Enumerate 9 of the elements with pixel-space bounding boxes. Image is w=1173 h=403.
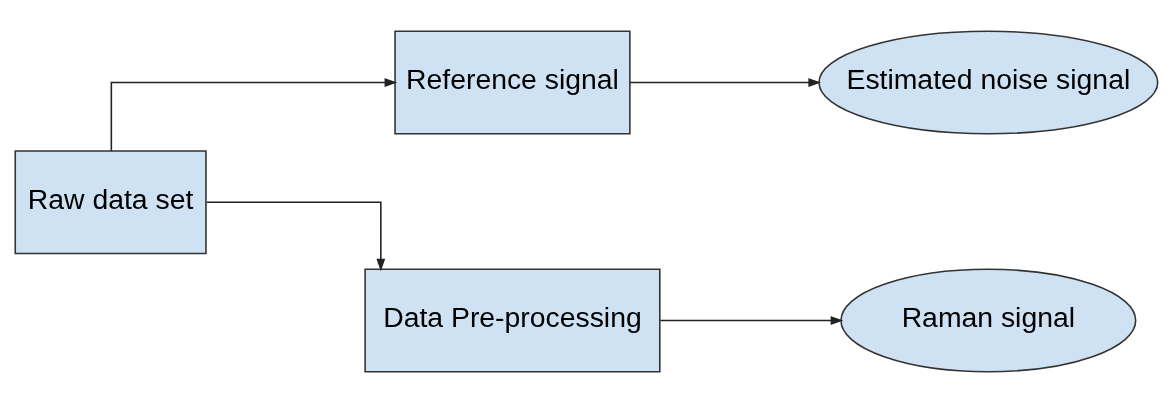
node-box: Reference signal bbox=[394, 30, 631, 135]
arrow bbox=[110, 78, 398, 152]
node-box: Raw data set bbox=[14, 150, 207, 255]
arrow bbox=[659, 316, 844, 325]
node-box: Data Pre-processing bbox=[364, 268, 661, 373]
arrow bbox=[629, 78, 821, 87]
arrow bbox=[205, 201, 386, 272]
node-ellipse: Raman signal bbox=[840, 268, 1137, 373]
node-ellipse: Estimated noise signal bbox=[818, 30, 1159, 135]
